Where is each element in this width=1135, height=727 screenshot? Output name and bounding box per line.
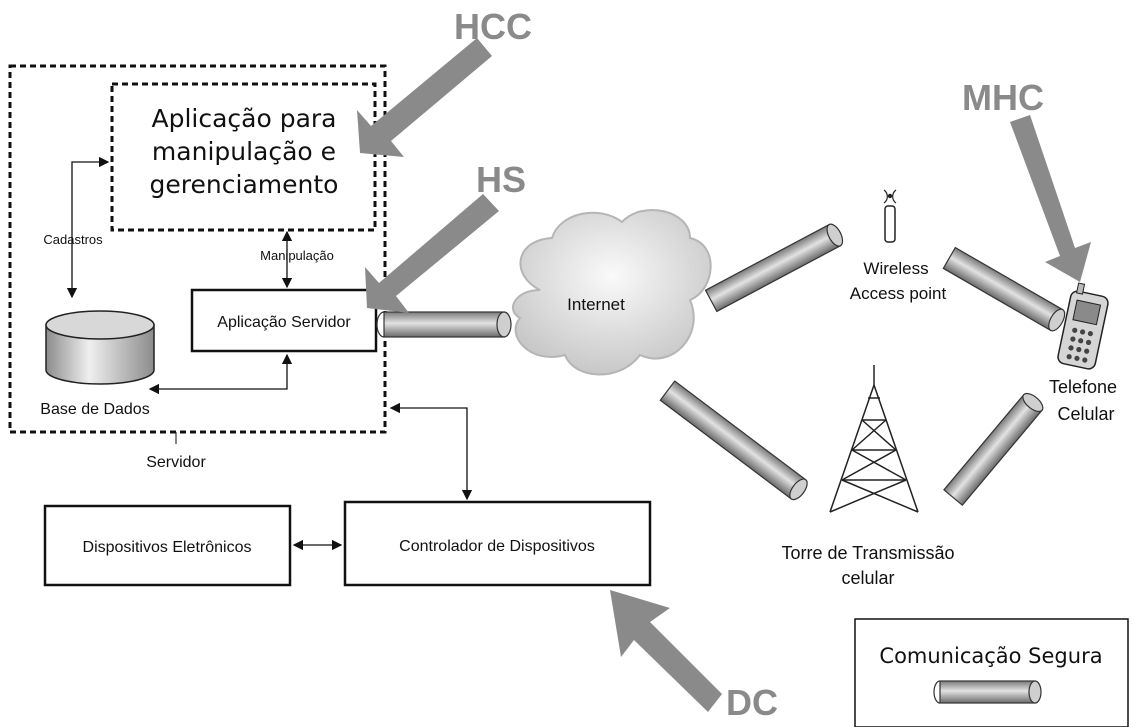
db-appserver-arrow <box>148 353 293 395</box>
secure-pipe-tower-phone <box>943 392 1044 507</box>
phone-label-line-1: Telefone <box>1049 377 1117 397</box>
app-server-label: Aplicação Servidor <box>217 314 351 331</box>
app-manip-line-2: manipulação e <box>152 137 336 166</box>
legend-title: Comunicação Segura <box>879 644 1102 668</box>
threat-label-hcc: HCC <box>454 6 532 47</box>
internet-label: Internet <box>567 295 625 314</box>
app-server-box <box>190 288 378 353</box>
internet-cloud-icon <box>511 209 712 376</box>
wireless-ap-icon <box>883 189 897 243</box>
cadastros-arrow <box>66 156 110 299</box>
threat-label-dc: DC <box>726 682 778 723</box>
threat-label-hs: HS <box>476 159 526 200</box>
threat-arrow-dc <box>610 590 722 712</box>
secure-pipe-server-internet <box>376 311 512 338</box>
secure-pipe-wireless-phone <box>942 246 1066 332</box>
threat-arrow-mhc <box>1010 115 1091 282</box>
secure-pipe-internet-tower <box>659 380 808 501</box>
legend-pipe-icon <box>933 680 1042 704</box>
tower-label-line-1: Torre de Transmissão <box>781 543 954 563</box>
tower-label-line-2: celular <box>841 568 894 588</box>
secure-pipe-internet-wireless <box>704 223 844 313</box>
database-label: Base de Dados <box>40 401 149 418</box>
controller-box <box>343 500 652 587</box>
transmission-tower-icon <box>829 365 919 513</box>
mobile-phone-icon <box>1057 282 1109 370</box>
controller-label: Controlador de Dispositivos <box>399 538 595 555</box>
server-controller-arrow <box>389 402 473 501</box>
app-manip-line-3: gerenciamento <box>150 170 339 199</box>
threat-label-mhc: MHC <box>962 77 1044 118</box>
threat-arrow-hcc <box>357 38 492 157</box>
electronic-devices-label: Dispositivos Eletrônicos <box>83 539 252 556</box>
phone-label-line-2: Celular <box>1057 404 1114 424</box>
wireless-label-line-1: Wireless <box>863 259 928 278</box>
cadastros-label: Cadastros <box>43 232 103 247</box>
app-manip-box <box>110 82 377 232</box>
electronic-devices-box <box>43 504 292 587</box>
app-manip-line-1: Aplicação para <box>151 104 336 133</box>
manipulacao-label: Manipulação <box>260 248 334 263</box>
threat-arrow-hs <box>365 194 499 313</box>
legend-box <box>854 618 1129 727</box>
server-label: Servidor <box>146 454 206 471</box>
wireless-label-line-2: Access point <box>850 284 947 303</box>
database-icon <box>45 310 155 385</box>
